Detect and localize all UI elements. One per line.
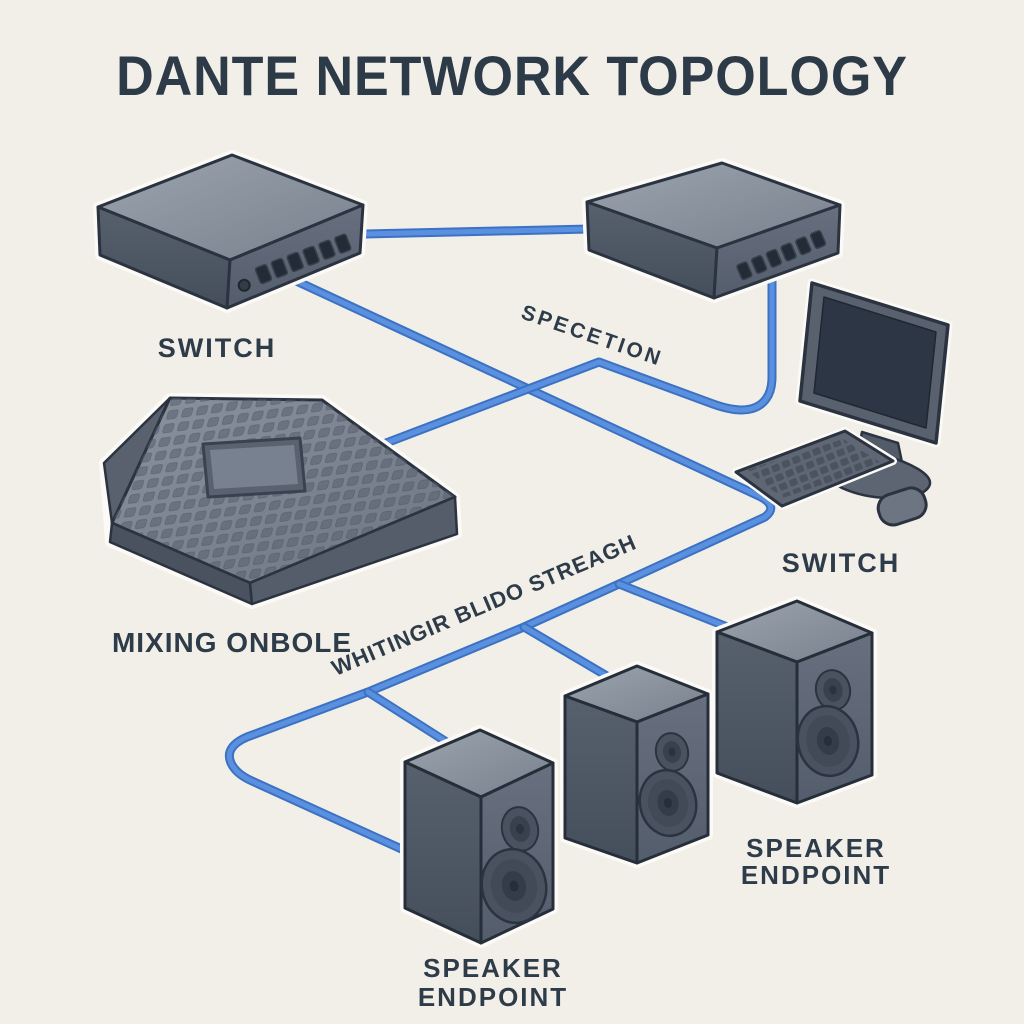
label-speaker-right-line2: ENDPOINT xyxy=(741,860,891,890)
speaker-right-tweeter xyxy=(814,669,852,711)
label-mixing-console: MIXING ONBOLE xyxy=(112,627,352,658)
label-speaker-right: SPEAKER ENDPOINT xyxy=(741,833,891,890)
label-speaker-bottom-line1: SPEAKER xyxy=(423,953,563,983)
speaker-middle-tweeter xyxy=(654,732,690,772)
speaker-right-device xyxy=(712,596,877,808)
computer-keyboard xyxy=(732,427,897,510)
switch-right-ports xyxy=(736,230,827,281)
speaker-bottom-tweeter xyxy=(500,806,540,852)
switch-left-device xyxy=(93,150,368,313)
speaker-right-woofer xyxy=(796,704,860,778)
cable-console-to-switch xyxy=(339,265,777,464)
speaker-middle-device xyxy=(560,661,713,868)
label-speaker-bottom: SPEAKER ENDPOINT xyxy=(418,953,568,1012)
label-speaker-bottom-line2: ENDPOINT xyxy=(418,982,568,1012)
computer-device xyxy=(732,278,953,527)
page-title-group: DANTE NETWORK TOPOLOGY xyxy=(116,45,908,107)
computer-mouse xyxy=(876,486,928,527)
switch-left-ports xyxy=(237,233,352,292)
label-speaker-right-line1: SPEAKER xyxy=(746,833,886,863)
speaker-bottom-device xyxy=(400,725,558,948)
cables xyxy=(224,224,777,867)
label-switch-left: SWITCH xyxy=(158,333,276,363)
switch-right-device xyxy=(582,158,845,303)
speaker-middle-woofer xyxy=(638,768,698,838)
cable-stub-speaker-bottom xyxy=(363,687,461,753)
page-title: DANTE NETWORK TOPOLOGY xyxy=(116,45,908,107)
cable-stub-speaker-right xyxy=(614,579,740,635)
label-switch-right: SWITCH xyxy=(782,548,900,578)
cable-stub-speaker-middle xyxy=(519,622,617,684)
computer-monitor xyxy=(795,278,953,500)
cable-switch-to-switch xyxy=(361,224,595,239)
speaker-bottom-woofer xyxy=(480,847,548,925)
computer-screen xyxy=(813,296,937,429)
mixing-console-device xyxy=(99,393,462,609)
cable-switch-to-speaker-bus xyxy=(224,274,776,867)
